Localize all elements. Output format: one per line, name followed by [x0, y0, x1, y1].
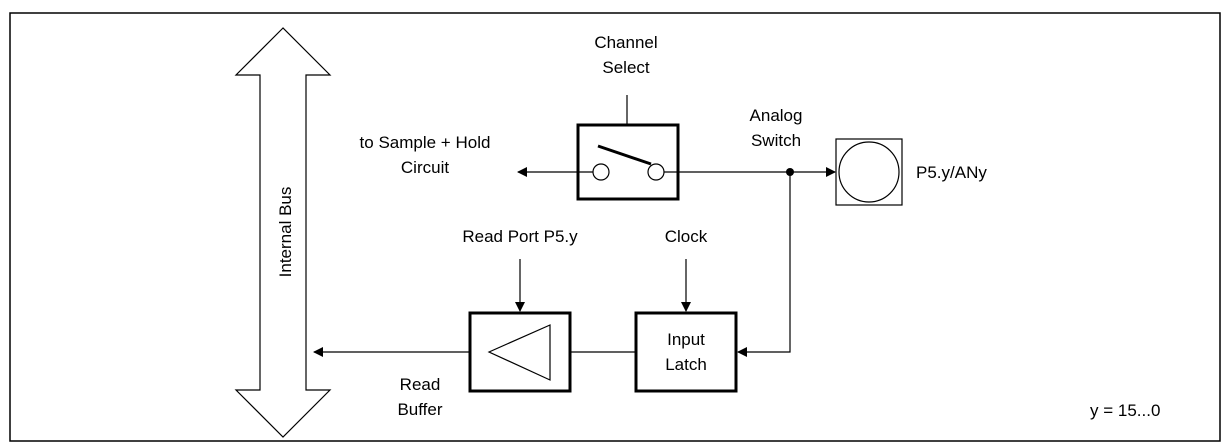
channel-select-label: Channel	[594, 33, 657, 52]
diagram-frame	[9, 12, 1221, 442]
sample-hold-label: to Sample + Hold	[360, 133, 491, 152]
channel-select-label-line2: Select	[602, 58, 650, 77]
sample-hold-label-line2: Circuit	[401, 158, 449, 177]
buffer-triangle-icon	[487, 324, 551, 381]
input-latch-box	[634, 311, 738, 393]
switch-contact-right	[647, 163, 665, 181]
read-port-label: Read Port P5.y	[462, 227, 578, 246]
range-note: y = 15...0	[1090, 401, 1160, 420]
switch-contact-left	[592, 163, 610, 181]
analog-switch-box	[576, 123, 680, 201]
read-buffer-label-line2: Buffer	[397, 400, 442, 419]
input-latch-label: Input	[667, 330, 705, 349]
internal-bus-arrow	[234, 27, 332, 438]
clock-label: Clock	[665, 227, 708, 246]
pin-circle	[838, 141, 900, 203]
read-buffer-label: Read	[400, 375, 441, 394]
analog-switch-label: Analog	[750, 106, 803, 125]
analog-switch-label-line2: Switch	[751, 131, 801, 150]
input-latch-label-line2: Latch	[665, 355, 707, 374]
pin-to-latch-wire	[737, 172, 791, 357]
pin-label: P5.y/ANy	[916, 163, 987, 182]
switch-blade	[597, 144, 652, 166]
internal-bus-label: Internal Bus	[276, 187, 295, 278]
